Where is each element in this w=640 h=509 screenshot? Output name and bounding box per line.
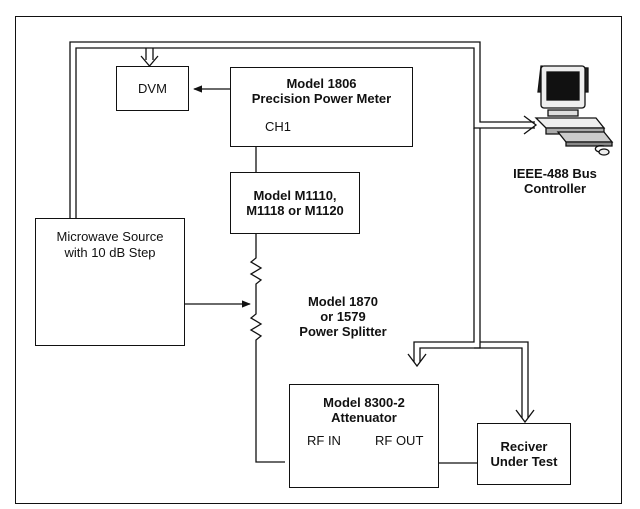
receiver-line2: Under Test	[490, 454, 558, 469]
sensor-line2: M1118 or M1120	[246, 203, 344, 218]
receiver-block: Reciver Under Test	[477, 423, 571, 485]
controller-label: IEEE-488 Bus Controller	[500, 166, 610, 196]
source-line2: with 10 dB Step	[64, 245, 156, 260]
controller-line1: IEEE-488 Bus	[513, 166, 597, 181]
receiver-line1: Reciver	[500, 439, 548, 454]
splitter-line2: or 1579	[320, 309, 366, 324]
source-line1: Microwave Source	[56, 229, 164, 244]
sensor-block: Model M1110, M1118 or M1120	[230, 172, 360, 234]
microwave-source-block: Microwave Source with 10 dB Step	[35, 218, 185, 346]
attenuator-block: Model 8300-2 Attenuator	[289, 384, 439, 488]
sensor-line1: Model M1110,	[253, 188, 337, 203]
dvm-block: DVM	[116, 66, 189, 111]
power-meter-subtitle: Precision Power Meter	[251, 91, 392, 106]
splitter-line1: Model 1870	[307, 294, 379, 309]
rf-in-label: RF IN	[307, 433, 341, 448]
ch1-label: CH1	[265, 119, 292, 134]
computer-icon	[534, 65, 614, 156]
resistor-icon	[249, 234, 285, 463]
attenuator-line1: Model 8300-2	[323, 395, 405, 410]
attenuator-line2: Attenuator	[331, 410, 397, 425]
splitter-label: Model 1870 or 1579 Power Splitter	[278, 294, 408, 339]
power-meter-block: Model 1806 Precision Power Meter	[230, 67, 413, 147]
controller-line2: Controller	[523, 181, 587, 196]
diagram-frame	[15, 16, 622, 504]
rf-out-label: RF OUT	[375, 433, 424, 448]
dvm-label: DVM	[138, 80, 167, 96]
power-meter-title: Model 1806	[286, 76, 357, 91]
splitter-line3: Power Splitter	[299, 324, 387, 339]
